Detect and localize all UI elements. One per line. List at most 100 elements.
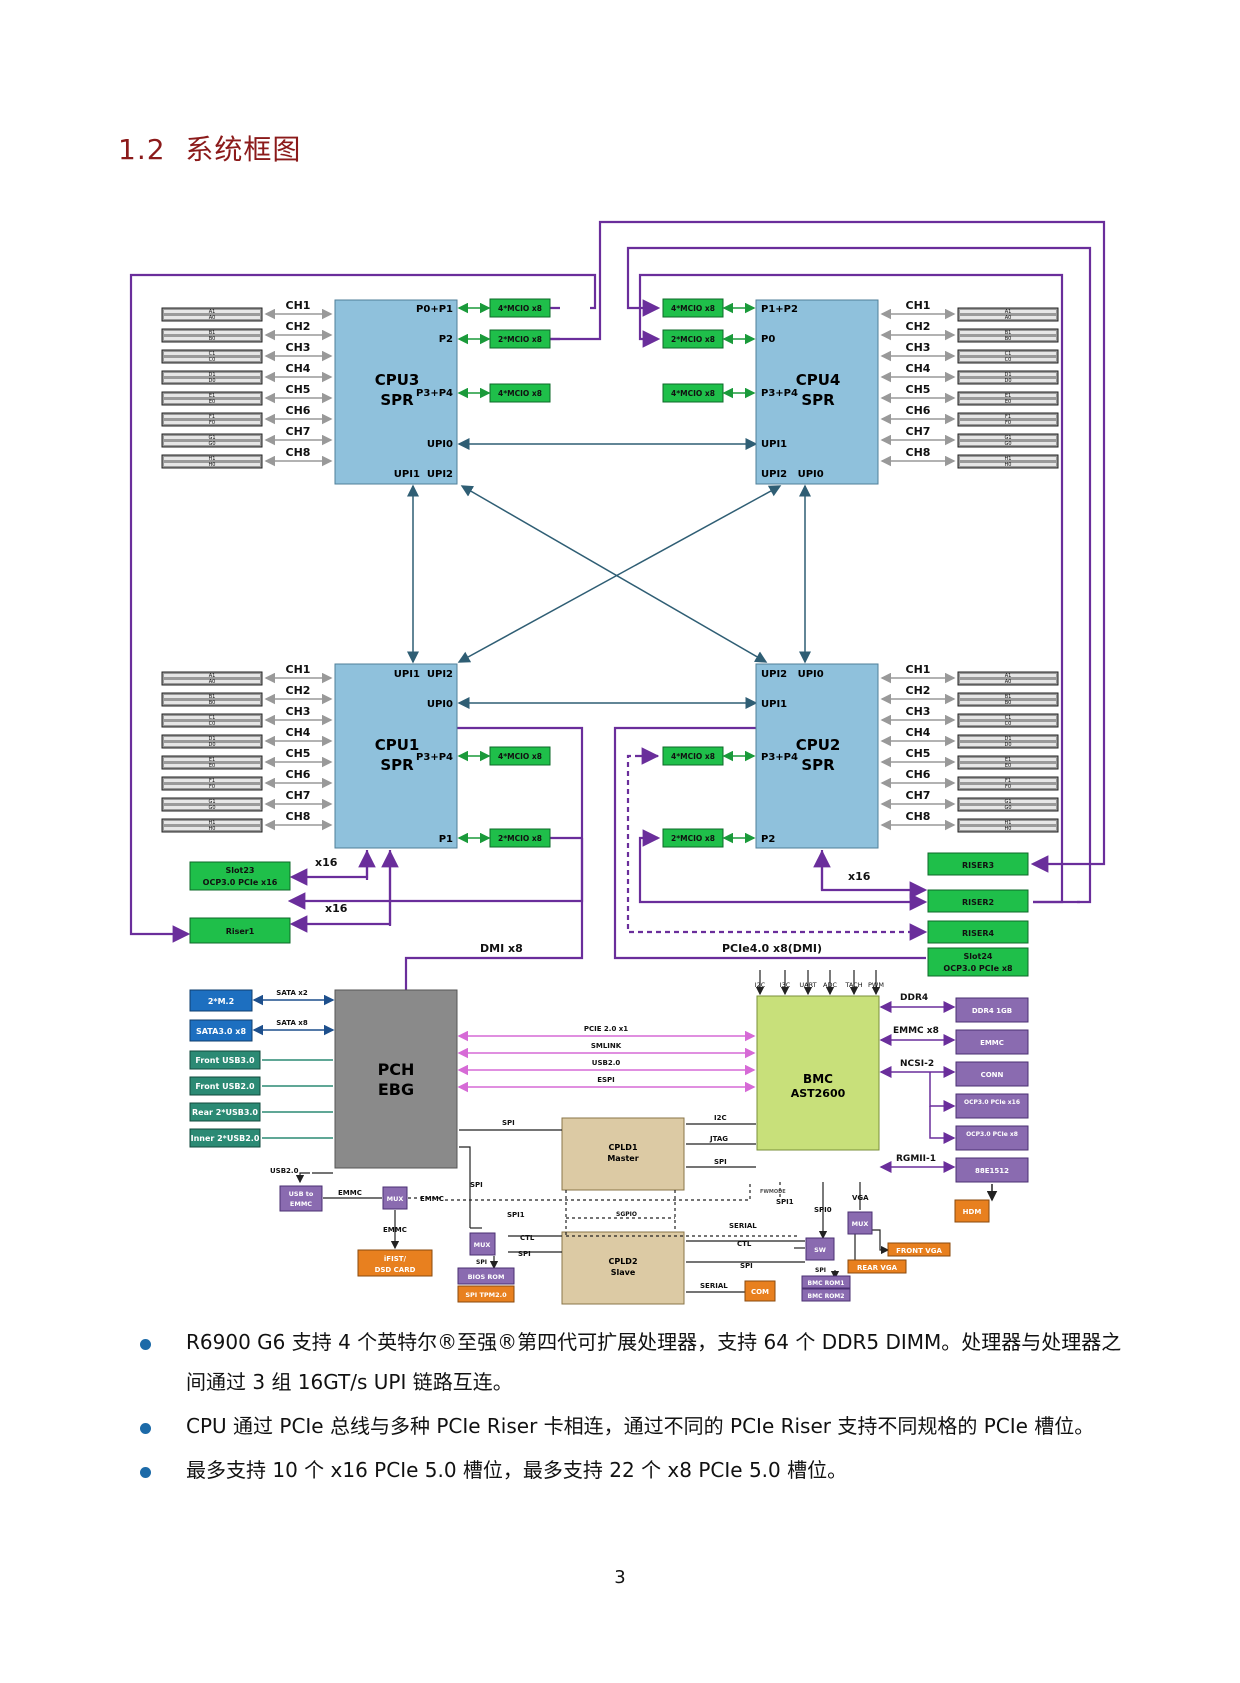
pch-sub: EBG <box>378 1080 414 1099</box>
dimm-label: F1 <box>209 414 215 420</box>
bullet-dot-icon <box>140 1339 151 1350</box>
dimm-label: A1 <box>209 309 216 315</box>
channel-label: CH3 <box>906 705 931 718</box>
channel-label: CH7 <box>906 789 931 802</box>
x16-riser2: x16 <box>848 870 871 883</box>
link-rgmii: RGMII-1 <box>896 1154 936 1164</box>
cpu1-port-upi12: UPI1 UPI2 <box>394 669 453 680</box>
dimm-label: C0 <box>209 721 216 727</box>
cpld1-name: CPLD1 <box>608 1143 637 1152</box>
small-devices: USB2.0 USB to EMMC EMMC MUX EMMC EMMC iF… <box>270 1114 990 1303</box>
dmi-label: DMI x8 <box>480 942 523 955</box>
spi1-bmc: SPI1 <box>776 1198 794 1206</box>
spi-label-b: SPI <box>518 1250 531 1258</box>
mcio-cpu2-p2: 2*MCIO x8 <box>671 834 715 843</box>
channel-label: CH5 <box>906 383 931 396</box>
pch-left-devices: 2*M.2 SATA x2 SATA3.0 x8 SATA x8 Front U… <box>189 989 335 1148</box>
link-emmc-x8: EMMC x8 <box>893 1026 939 1036</box>
dimm-label: F1 <box>209 778 215 784</box>
cpu1-block: CPU1 SPR UPI1 UPI2 UPI0 P3+P4 P1 <box>334 663 458 849</box>
dimm-label: E1 <box>209 393 215 399</box>
front-vga: FRONT VGA <box>896 1247 942 1255</box>
dimm-label: A1 <box>1005 673 1012 679</box>
cpu4-port-p34: P3+P4 <box>761 388 798 399</box>
dimm-label: D0 <box>208 378 215 384</box>
dimm-label: G1 <box>1004 435 1011 441</box>
mcio-cpu2-p34: 4*MCIO x8 <box>671 752 715 761</box>
dimm-label: G1 <box>208 435 215 441</box>
cpu3-sub: SPR <box>380 391 414 409</box>
dimm-label: E1 <box>1005 393 1011 399</box>
dev-ddr4: DDR4 1GB <box>972 1007 1012 1015</box>
cpu2-block: CPU2 SPR UPI2 UPI0 UPI1 P3+P4 P2 <box>755 663 879 849</box>
pch-bmc-links: PCIE 2.0 x1 SMLINK USB2.0 ESPI <box>457 1025 756 1093</box>
dev-conn: CONN <box>981 1071 1004 1079</box>
mcio-cpu4-p0: 2*MCIO x8 <box>671 335 715 344</box>
dimm-label: C1 <box>1005 715 1012 721</box>
channel-label: CH7 <box>906 425 931 438</box>
dimm-label: E1 <box>1005 757 1011 763</box>
link-sata-x2: SATA x2 <box>276 989 308 997</box>
memory-channels: A1A0CH1B1B0CH2C1C0CH3D1D0CH4E1E0CH5F1F0C… <box>161 299 1059 833</box>
cpld2-name: CPLD2 <box>608 1257 637 1266</box>
i2c-label: I2C <box>714 1114 727 1122</box>
list-item: CPU 通过 PCIe 总线与多种 PCIe Riser 卡相连，通过不同的 P… <box>140 1406 1140 1446</box>
bullet-dot-icon <box>140 1467 151 1478</box>
link-labels: x16 x16 x16 DMI x8 PCIe4.0 x8(DMI) <box>315 856 871 955</box>
link-smlink: SMLINK <box>591 1042 622 1050</box>
slot24-desc: OCP3.0 PCIe x8 <box>943 964 1013 973</box>
dimm-label: C1 <box>209 351 216 357</box>
dimm-label: A1 <box>209 673 216 679</box>
dimm-label: F0 <box>1005 784 1011 790</box>
dimm-label: D0 <box>208 742 215 748</box>
bmc-block: BMC AST2600 <box>756 995 880 1151</box>
dimm-label: D1 <box>1004 736 1011 742</box>
cpu3-port-p34: P3+P4 <box>416 388 453 399</box>
dimm-label: C0 <box>1005 357 1012 363</box>
dev-sata: SATA3.0 x8 <box>196 1027 246 1036</box>
cpu1-name: CPU1 <box>375 736 420 754</box>
vga-label: VGA <box>852 1194 869 1202</box>
bmc-rom2: BMC ROM2 <box>808 1293 845 1300</box>
cpu3-port-upi0: UPI0 <box>427 439 453 450</box>
pcie-dmi-label: PCIe4.0 x8(DMI) <box>722 942 822 955</box>
dimm-label: F0 <box>1005 420 1011 426</box>
cpu3-port-p01: P0+P1 <box>416 304 453 315</box>
pcie-routing-lines <box>129 220 1106 990</box>
cpld-blocks: CPLD1 Master CPLD2 Slave <box>561 1117 685 1305</box>
com: COM <box>751 1288 769 1296</box>
system-block-diagram: CPU3 SPR P0+P1 P2 P3+P4 UPI0 UPI1 UPI2 C… <box>129 220 1106 1305</box>
cpu2-port-p34: P3+P4 <box>761 752 798 763</box>
mcio-cpu3-p2: 2*MCIO x8 <box>498 335 542 344</box>
pch-name: PCH <box>378 1060 415 1079</box>
channel-label: CH6 <box>286 404 311 417</box>
x16-slot23: x16 <box>315 856 338 869</box>
channel-label: CH8 <box>906 810 931 823</box>
channel-label: CH6 <box>906 768 931 781</box>
spi-bios: SPI <box>476 1259 487 1266</box>
cpu3-port-p2: P2 <box>439 334 453 345</box>
dimm-label: D1 <box>1004 372 1011 378</box>
dev-m2: 2*M.2 <box>208 997 234 1006</box>
slot23-desc: OCP3.0 PCIe x16 <box>203 878 278 887</box>
cpu1-port-p1: P1 <box>439 834 453 845</box>
usb2-label: USB2.0 <box>270 1167 299 1175</box>
bmc-right-devices: DDR4 1GB EMMC CONN OCP3.0 PCIe x16 OCP3.… <box>955 997 1029 1183</box>
upi-links <box>407 438 811 709</box>
bmc-top-signals: I2C I3C UART ADC TACH PWM <box>755 970 884 996</box>
spi-sw: SPI <box>815 1267 826 1274</box>
